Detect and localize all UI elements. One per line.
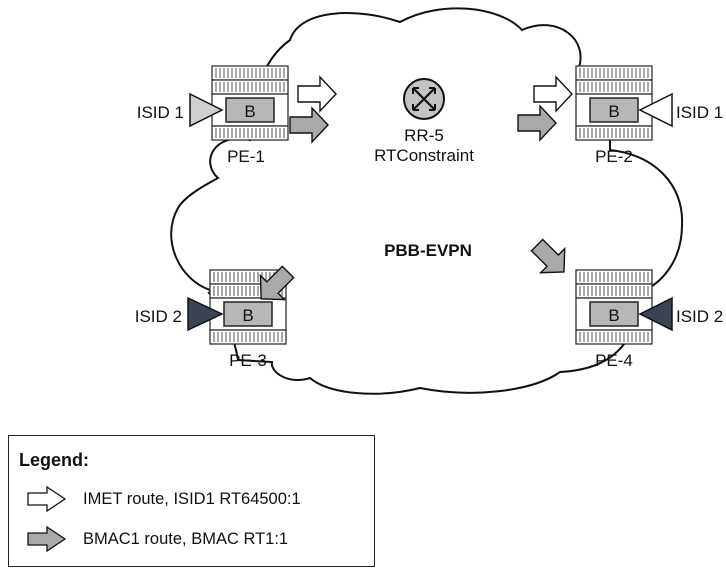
legend-title: Legend: [19,450,89,470]
isid-label-pe-3: ISID 2 [135,307,182,326]
bmac-route-legend-icon [27,526,67,552]
isid-label-pe-2: ISID 1 [676,103,723,122]
imet-route-legend-icon [27,486,67,512]
pe-1-service-label: B [244,102,255,121]
pe-4-service-label: B [608,306,619,325]
isid-2-triangle-pe-3 [187,296,224,332]
pe-1-label: PE-1 [227,147,265,166]
legend-item-bmac-label: BMAC1 route, BMAC RT1:1 [83,529,289,548]
network-label: PBB-EVPN [384,241,472,260]
isid-label-pe-4: ISID 2 [676,307,723,326]
isid-1-triangle-pe-2 [638,92,673,128]
pe-2-label: PE-2 [595,147,633,166]
pe-3-label: PE-3 [229,351,267,370]
isid-1-triangle-pe-1 [189,92,224,128]
route-reflector-role: RTConstraint [374,146,474,165]
legend-item-imet: IMET route, ISID1 RT64500:1 [27,486,301,512]
pe-2-service-label: B [608,102,619,121]
isid-label-pe-1: ISID 1 [137,103,184,122]
legend: Legend: IMET route, ISID1 RT64500:1 BMAC… [8,435,375,567]
pe-3-service-label: B [242,306,253,325]
route-reflector-icon [403,78,445,120]
isid-2-triangle-pe-4 [638,296,673,332]
legend-item-bmac: BMAC1 route, BMAC RT1:1 [27,526,288,552]
legend-item-imet-label: IMET route, ISID1 RT64500:1 [83,489,301,508]
pe-4-label: PE-4 [595,351,633,370]
route-reflector-name: RR-5 [404,126,444,145]
